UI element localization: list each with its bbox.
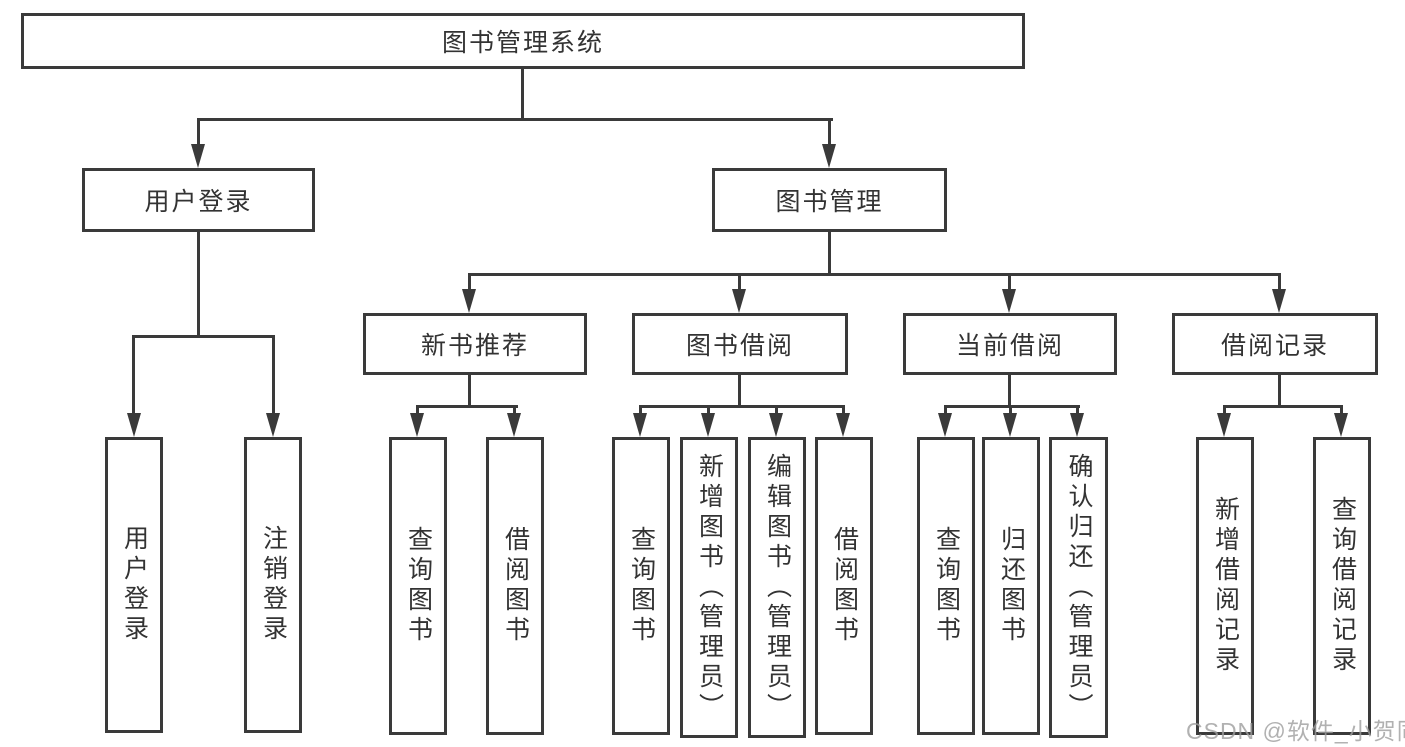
arrow-down-icon: [1003, 413, 1017, 437]
leaf-query-books-current: 查询图书: [917, 437, 975, 735]
node-borrow-records: 借阅记录: [1172, 313, 1378, 375]
connector-line: [197, 118, 833, 121]
arrow-down-icon: [822, 144, 836, 168]
connector-line: [197, 232, 200, 335]
node-current-borrow: 当前借阅: [903, 313, 1117, 375]
arrow-down-icon: [1002, 289, 1016, 313]
arrow-down-icon: [266, 413, 280, 437]
connector-line: [1008, 273, 1011, 295]
connector-line: [1223, 405, 1343, 408]
arrow-down-icon: [732, 289, 746, 313]
leaf-query-books-recommend: 查询图书: [389, 437, 447, 735]
arrow-down-icon: [462, 289, 476, 313]
node-user-login: 用户登录: [82, 168, 315, 232]
connector-line: [1278, 273, 1281, 295]
arrow-down-icon: [1217, 413, 1231, 437]
leaf-query-books-borrow: 查询图书: [612, 437, 670, 735]
connector-line: [468, 373, 471, 408]
arrow-down-icon: [127, 413, 141, 437]
connector-line: [468, 273, 1281, 276]
leaf-borrow-books-recommend: 借阅图书: [486, 437, 544, 735]
connector-line: [828, 118, 831, 150]
leaf-borrow-books-borrow: 借阅图书: [815, 437, 873, 735]
arrow-down-icon: [410, 413, 424, 437]
connector-line: [639, 405, 845, 408]
arrow-down-icon: [507, 413, 521, 437]
node-book-management: 图书管理: [712, 168, 947, 232]
arrow-down-icon: [1070, 413, 1084, 437]
arrow-down-icon: [1272, 289, 1286, 313]
leaf-logout: 注销登录: [244, 437, 302, 733]
connector-line: [1278, 373, 1281, 408]
node-root: 图书管理系统: [21, 13, 1025, 69]
leaf-edit-book-admin: 编辑图书（管理员）: [748, 437, 806, 738]
connector-line: [1008, 373, 1011, 408]
connector-line: [416, 405, 518, 408]
connector-line: [828, 232, 831, 276]
arrow-down-icon: [191, 144, 205, 168]
connector-line: [132, 335, 135, 419]
connector-line: [738, 373, 741, 408]
leaf-add-book-admin: 新增图书（管理员）: [680, 437, 738, 738]
arrow-down-icon: [836, 413, 850, 437]
arrow-down-icon: [769, 413, 783, 437]
connector-line: [521, 69, 524, 118]
node-book-borrow: 图书借阅: [632, 313, 848, 375]
arrow-down-icon: [1334, 413, 1348, 437]
connector-line: [197, 118, 200, 150]
connector-line: [132, 335, 275, 338]
connector-line: [738, 273, 741, 295]
connector-line: [468, 273, 471, 295]
leaf-user-login: 用户登录: [105, 437, 163, 733]
node-new-book-recommend: 新书推荐: [363, 313, 587, 375]
leaf-query-borrow-record: 查询借阅记录: [1313, 437, 1371, 735]
connector-line: [944, 405, 1080, 408]
arrow-down-icon: [633, 413, 647, 437]
arrow-down-icon: [701, 413, 715, 437]
leaf-add-borrow-record: 新增借阅记录: [1196, 437, 1254, 735]
leaf-confirm-return-admin: 确认归还（管理员）: [1049, 437, 1108, 738]
watermark-text: CSDN @软件_小贺同学: [1186, 718, 1405, 744]
leaf-return-book: 归还图书: [982, 437, 1040, 735]
connector-line: [272, 335, 275, 419]
arrow-down-icon: [938, 413, 952, 437]
